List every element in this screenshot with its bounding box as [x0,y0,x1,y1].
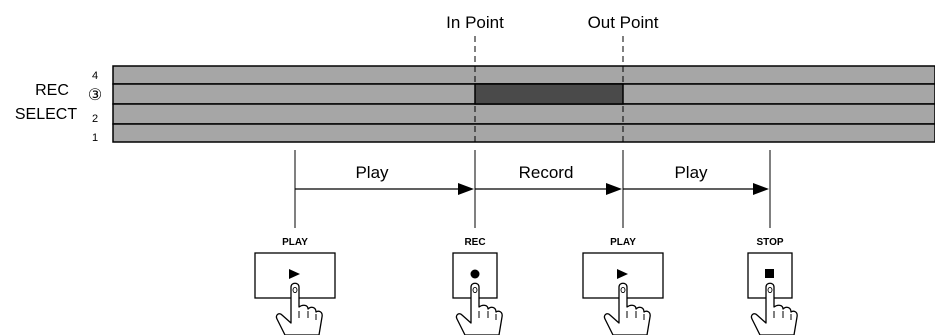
track-2-lane [112,103,935,125]
play-arrow-1 [295,183,474,195]
in-point-label: In Point [446,13,504,32]
play-icon [289,269,300,279]
track-4-lane [112,65,935,85]
rec-select-label-line2: SELECT [15,106,77,123]
segment-label-play-2: Play [674,163,708,182]
play-icon [617,269,628,279]
track-lanes [112,65,935,143]
recorded-region [474,83,624,105]
record-icon [470,269,480,279]
stop-icon [765,269,774,278]
out-point-label: Out Point [588,13,659,32]
track-number-1: 1 [92,132,98,144]
play-button-2-label: PLAY [610,237,636,248]
stop-button-label: STOP [756,237,783,248]
segment-label-play-1: Play [355,163,389,182]
track-number-3-selected[interactable]: ③ [88,87,102,104]
rec-button-label: REC [464,237,485,248]
play-arrow-2 [623,183,769,195]
track-1-lane [112,123,935,143]
rec-select-label-line1: REC [35,82,69,99]
segment-label-record: Record [519,163,574,182]
track-number-2: 2 [92,113,98,125]
record-arrow [475,183,622,195]
track-number-4: 4 [92,70,98,82]
play-button-label: PLAY [282,237,308,248]
